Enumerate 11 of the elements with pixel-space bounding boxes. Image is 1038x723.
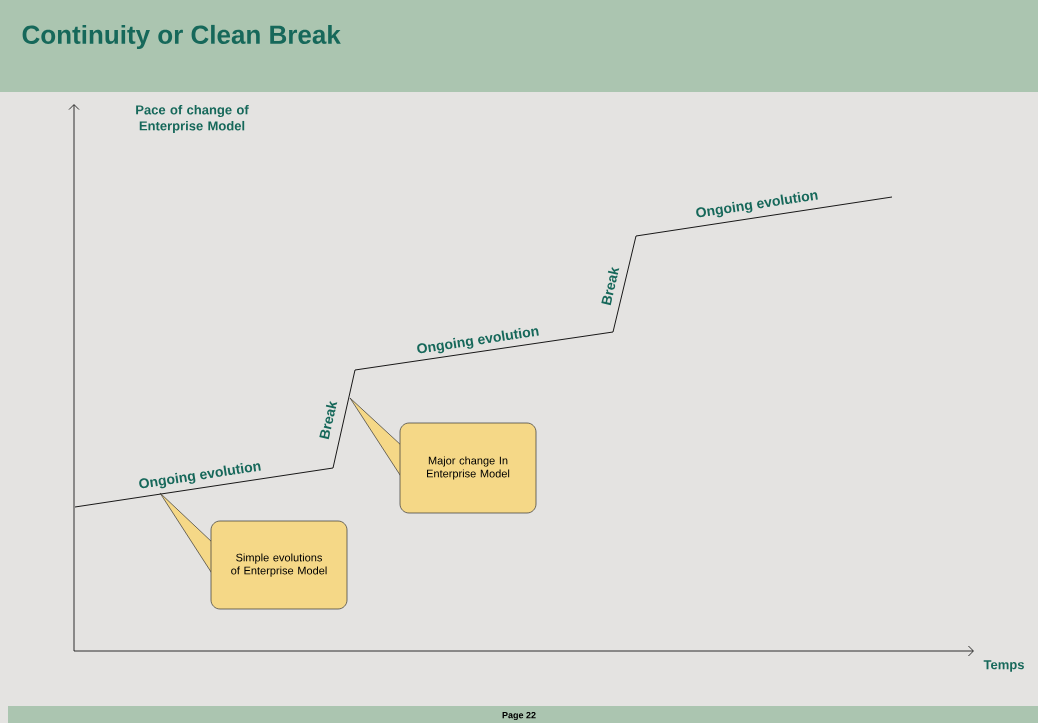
- curve-label: Ongoing evolution: [417, 327, 539, 354]
- axis-label: Pace of change of Enterprise Model: [136, 104, 249, 134]
- curve-label: Ongoing evolution: [139, 462, 261, 489]
- curve-label: Ongoing evolution: [696, 191, 818, 218]
- page-number: Page 22: [502, 711, 536, 721]
- curve-label: Break: [601, 266, 620, 306]
- curve-label: Break: [319, 400, 338, 440]
- callout: Simple evolutions of Enterprise Model: [159, 492, 348, 610]
- title: Continuity or Clean Break: [22, 24, 341, 50]
- callout: Major change In Enterprise Model: [349, 397, 537, 514]
- axis-label: Temps: [983, 660, 1024, 672]
